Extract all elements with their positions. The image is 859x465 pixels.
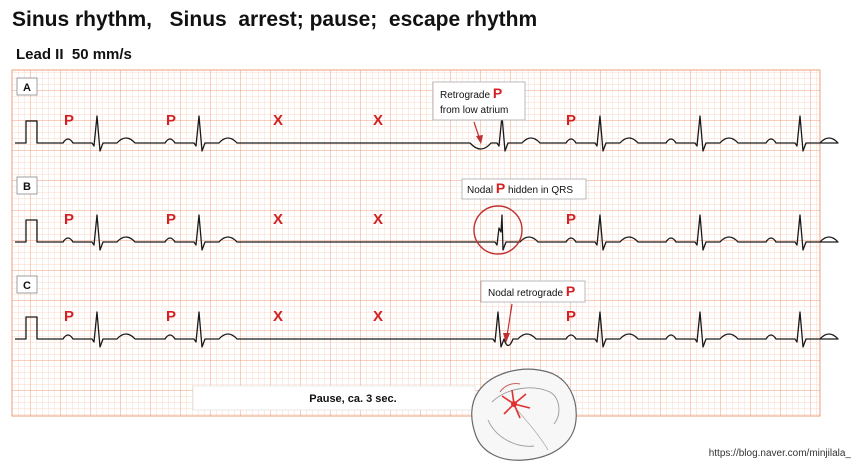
p-marker: P: [166, 112, 176, 129]
p-marker: P: [166, 211, 176, 228]
p-marker: P: [566, 112, 576, 129]
pause-label: Pause, ca. 3 sec.: [309, 393, 396, 405]
p-marker: P: [566, 308, 576, 325]
p-marker: P: [566, 211, 576, 228]
annotation-p: P: [493, 85, 502, 101]
credit-link: https://blog.naver.com/minjilala_: [709, 448, 851, 459]
x-marker: X: [273, 112, 283, 129]
strip-label-box-c: C: [17, 276, 37, 293]
heart-illustration: [472, 369, 577, 460]
annotation-text: Nodal retrograde: [488, 288, 566, 299]
x-marker: X: [373, 211, 383, 228]
x-marker: X: [273, 308, 283, 325]
p-marker: P: [64, 308, 74, 325]
p-marker: P: [64, 211, 74, 228]
pause-label-bar: Pause, ca. 3 sec.: [193, 386, 475, 410]
strip-label-box-a: A: [17, 78, 37, 95]
annotation-p: P: [496, 180, 505, 196]
annotation-text: hidden in QRS: [505, 185, 573, 196]
strip-label-b: B: [23, 181, 31, 193]
annotation-text: Retrograde: [440, 90, 493, 101]
strip-label-a: A: [23, 82, 31, 94]
annotation-text: from low atrium: [440, 105, 508, 116]
p-marker: P: [64, 112, 74, 129]
x-marker: X: [273, 211, 283, 228]
x-marker: X: [373, 308, 383, 325]
strip-label-c: C: [23, 280, 31, 292]
annotation-text: Nodal: [467, 185, 496, 196]
p-marker: P: [166, 308, 176, 325]
strip-label-box-b: B: [17, 177, 37, 194]
annotation-p: P: [566, 283, 575, 299]
x-marker: X: [373, 112, 383, 129]
